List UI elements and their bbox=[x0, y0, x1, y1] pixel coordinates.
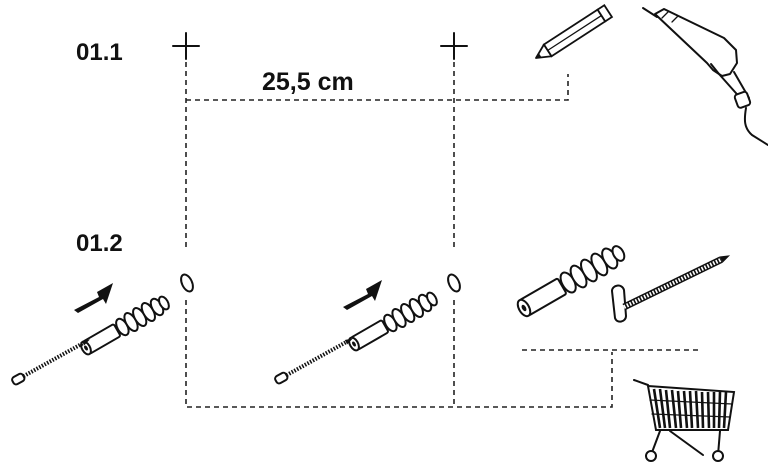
step-label-01-1: 01.1 bbox=[76, 39, 123, 66]
power-drill-icon bbox=[642, 7, 768, 146]
left-wall-plug bbox=[80, 295, 170, 356]
distance-label: 25,5 cm bbox=[262, 68, 354, 96]
step-label-01-2: 01.2 bbox=[76, 230, 123, 257]
supplied-hook-screw bbox=[611, 255, 731, 323]
right-wall-plug bbox=[348, 291, 438, 352]
right-hook-screw bbox=[274, 338, 353, 385]
bottom-connector-line bbox=[185, 300, 613, 408]
left-hook-screw bbox=[11, 339, 90, 386]
dimension-line bbox=[186, 74, 569, 101]
left-insert-arrow bbox=[74, 283, 113, 313]
right-drilled-hole bbox=[447, 273, 461, 293]
left-drilled-hole bbox=[180, 273, 194, 293]
right-insert-arrow bbox=[343, 280, 382, 310]
right-drill-mark bbox=[440, 32, 468, 60]
pencil-icon bbox=[535, 4, 614, 59]
supplied-wall-plug bbox=[516, 245, 626, 318]
left-drill-mark bbox=[172, 32, 200, 60]
shopping-cart-icon bbox=[633, 379, 736, 462]
